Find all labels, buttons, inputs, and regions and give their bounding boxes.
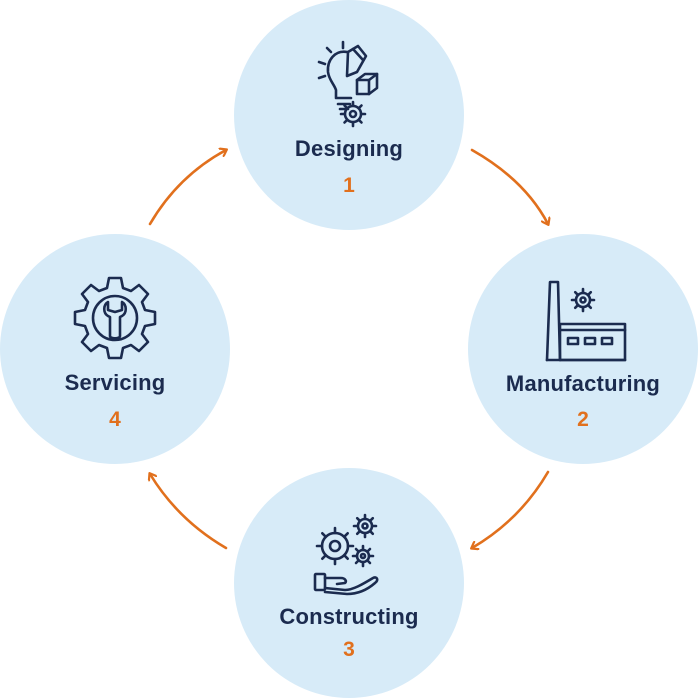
arrow-manufacturing-to-constructing <box>472 470 550 548</box>
arrow-designing-to-manufacturing <box>470 148 548 224</box>
factory-gear-icon <box>545 280 627 362</box>
stage-servicing: Servicing 4 <box>0 234 230 464</box>
stage-number: 3 <box>343 638 355 661</box>
gear-wrench-icon <box>73 276 157 360</box>
lightbulb-pencil-gear-icon <box>317 40 379 128</box>
stage-designing: Designing 1 <box>234 0 464 230</box>
stage-label: Manufacturing <box>505 371 661 396</box>
gears-hand-icon <box>313 513 379 596</box>
stage-manufacturing: Manufacturing 2 <box>468 234 698 464</box>
arrow-constructing-to-servicing <box>150 474 228 550</box>
stage-label: Designing <box>294 136 404 161</box>
arrow-servicing-to-designing <box>148 150 226 226</box>
stage-label: Servicing <box>64 370 166 395</box>
stage-number: 2 <box>577 408 589 431</box>
stage-constructing: Constructing 3 <box>234 468 464 698</box>
stage-label: Constructing <box>279 604 419 629</box>
stage-number: 1 <box>343 174 355 197</box>
stage-number: 4 <box>109 408 121 431</box>
